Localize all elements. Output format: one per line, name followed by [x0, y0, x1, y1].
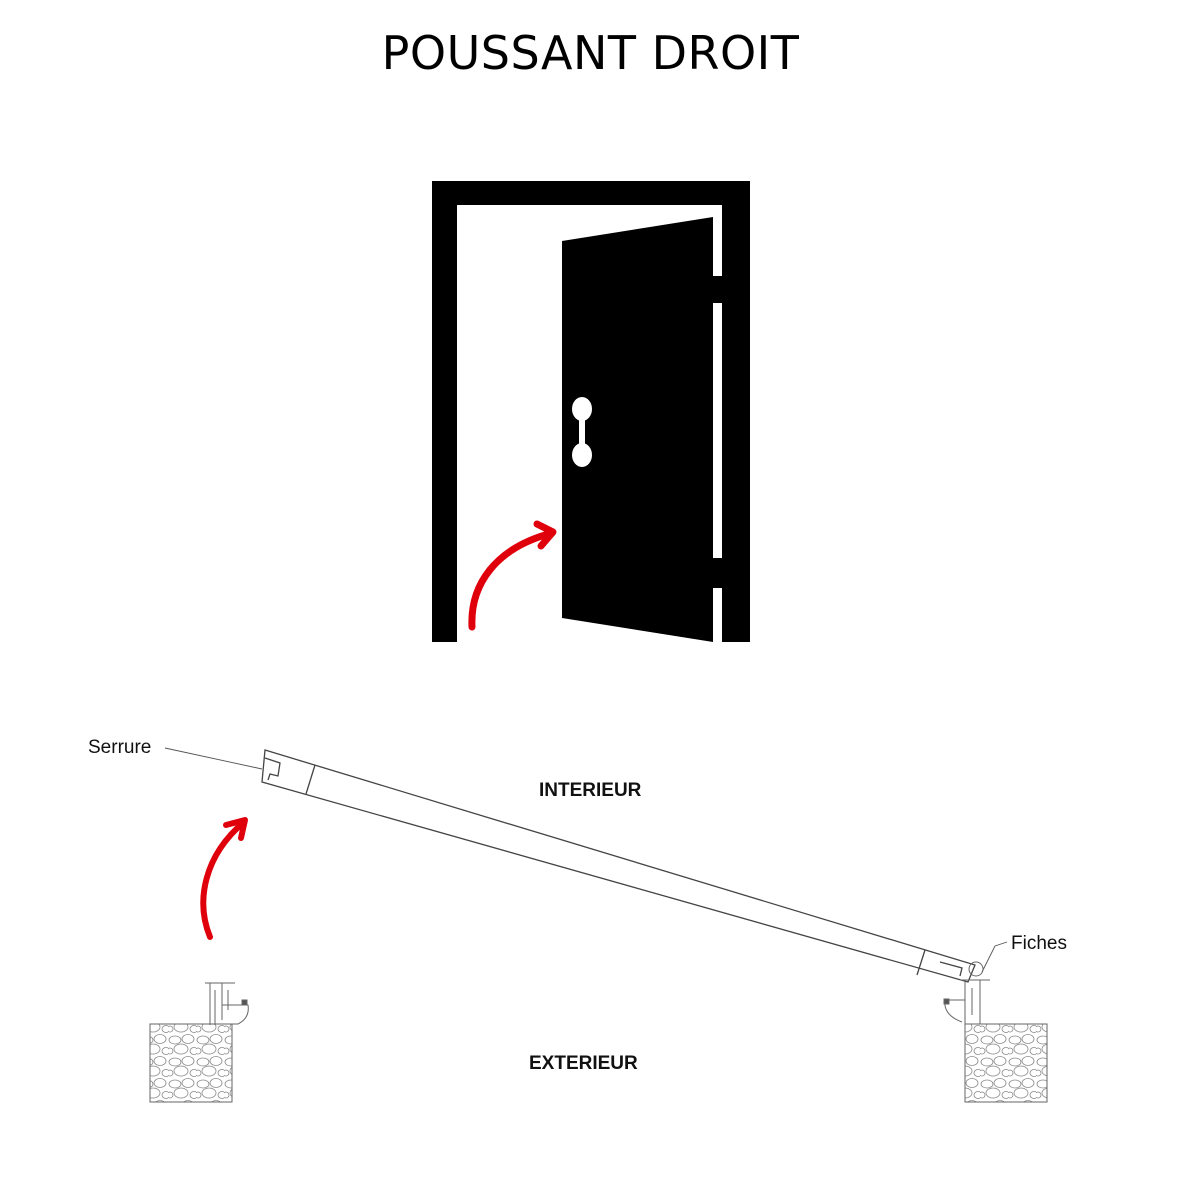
floor-plan: Serrure Fiches INTERIEUR EXTERIEUR — [88, 737, 1067, 1103]
outside-label: EXTERIEUR — [529, 1053, 638, 1074]
door-panel — [261, 749, 976, 983]
lock-label: Serrure — [88, 737, 151, 758]
door-leaf — [562, 217, 713, 642]
left-wall — [149, 982, 249, 1103]
hinges-leader-line — [981, 941, 1008, 973]
inside-label: INTERIEUR — [539, 780, 642, 801]
right-wall — [943, 961, 1048, 1103]
page-title: POUSSANT DROIT — [381, 26, 800, 80]
opening-arrow-icon — [468, 520, 557, 631]
swing-arrow-icon — [200, 817, 248, 940]
hinges-label: Fiches — [1011, 933, 1067, 954]
door-handle-icon — [572, 397, 592, 467]
open-door-icon — [432, 181, 750, 642]
lock-leader-line — [164, 747, 263, 770]
